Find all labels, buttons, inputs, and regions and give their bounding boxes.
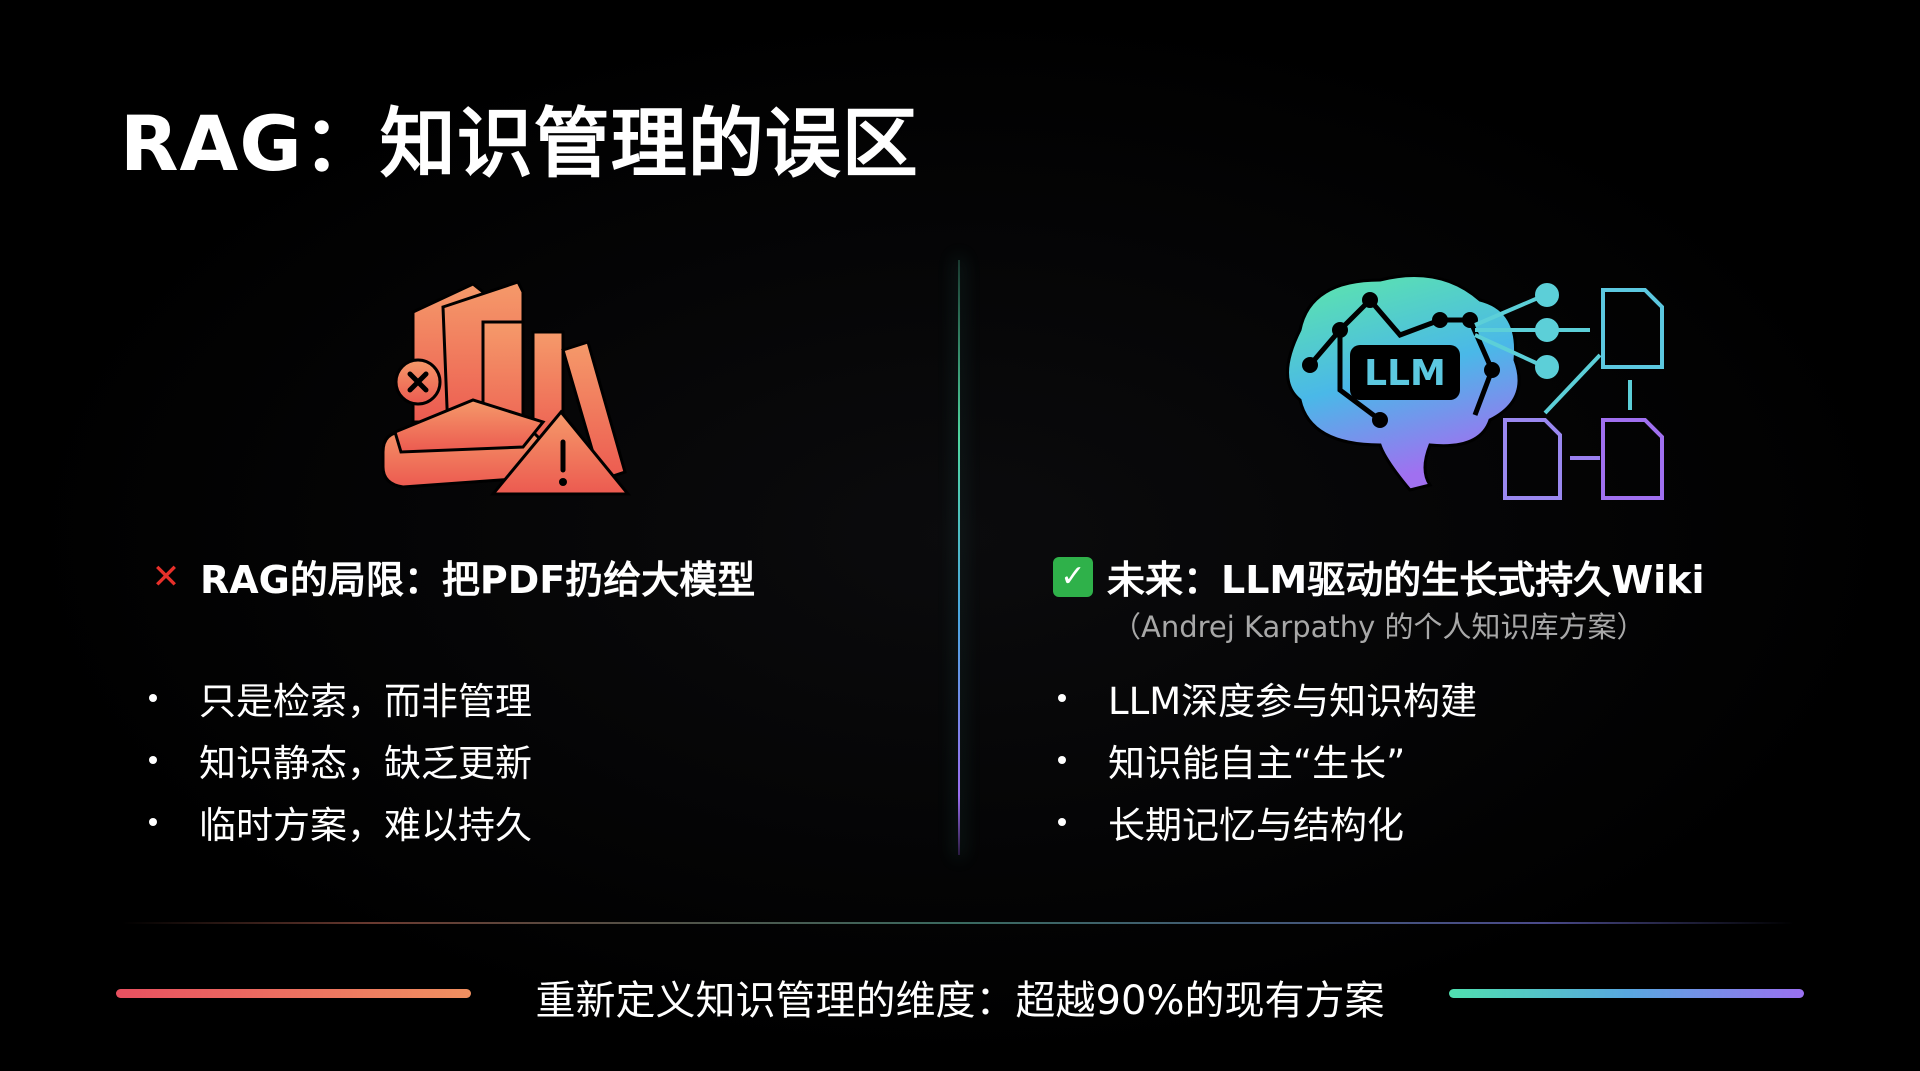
bullet-icon [149, 756, 157, 764]
left-heading-text: RAG的局限：把PDF扔给大模型 [200, 558, 756, 602]
cross-mark-icon: ✕ [151, 556, 181, 597]
list-item: 知识能自主“生长” [1058, 729, 1477, 791]
slide-title: RAG：知识管理的误区 [120, 99, 919, 188]
bullet-icon [149, 818, 157, 826]
horizontal-divider [122, 922, 1794, 924]
right-subtitle: （Andrej Karpathy 的个人知识库方案） [1112, 610, 1646, 644]
llm-brain-icon: LLM [1286, 274, 1664, 500]
bullet-icon [1058, 756, 1066, 764]
right-heading: ✓ 未来：LLM驱动的生长式持久Wiki [1053, 549, 1704, 604]
footer-tagline: 重新定义知识管理的维度：超越90%的现有方案 [535, 978, 1385, 1024]
list-item: LLM深度参与知识构建 [1058, 667, 1477, 729]
left-heading: ✕ RAG的局限：把PDF扔给大模型 [146, 549, 755, 604]
list-item: 长期记忆与结构化 [1058, 791, 1477, 853]
footer-accent-left [116, 989, 471, 998]
bullet-icon [1058, 818, 1066, 826]
left-bullet-list: 只是检索，而非管理 知识静态，缺乏更新 临时方案，难以持久 [149, 667, 532, 853]
right-heading-text: 未来：LLM驱动的生长式持久Wiki [1107, 558, 1705, 602]
bullet-text: 知识能自主“生长” [1108, 742, 1406, 785]
footer-accent-right [1449, 989, 1804, 998]
list-item: 只是检索，而非管理 [149, 667, 532, 729]
bullet-text: 临时方案，难以持久 [199, 804, 532, 847]
bullet-text: 长期记忆与结构化 [1108, 804, 1404, 847]
check-mark-icon: ✓ [1053, 556, 1093, 597]
list-item: 临时方案，难以持久 [149, 791, 532, 853]
llm-label: LLM [1364, 353, 1446, 394]
vertical-divider [958, 260, 960, 855]
bullet-icon [149, 694, 157, 702]
right-bullet-list: LLM深度参与知识构建 知识能自主“生长” 长期记忆与结构化 [1058, 667, 1477, 853]
bullet-text: 只是检索，而非管理 [199, 680, 532, 723]
bullet-text: 知识静态，缺乏更新 [199, 742, 532, 785]
list-item: 知识静态，缺乏更新 [149, 729, 532, 791]
bullet-icon [1058, 694, 1066, 702]
bullet-text: LLM深度参与知识构建 [1108, 680, 1478, 723]
books-warning-icon [381, 280, 632, 496]
